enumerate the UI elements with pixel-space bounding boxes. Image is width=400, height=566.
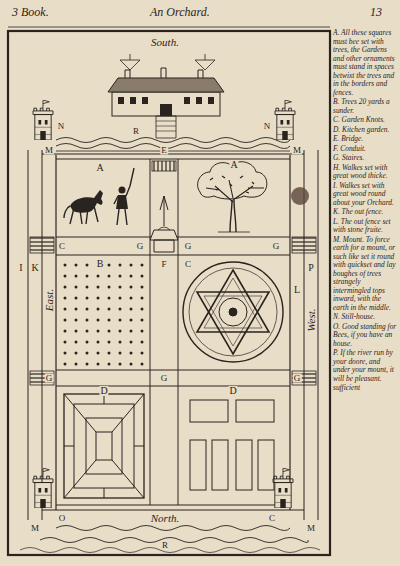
compass-word: East. — [44, 287, 55, 313]
still-house — [33, 100, 53, 140]
tower — [273, 468, 293, 508]
callout-letter: C — [58, 242, 66, 251]
callout-letter: F — [160, 260, 167, 269]
callout-letter: G — [136, 242, 145, 251]
callout-letter: M — [292, 146, 302, 155]
key-entry: F. Conduit. — [333, 145, 397, 154]
compass-word: South. — [149, 37, 181, 48]
key-entry: C. Garden Knots. — [333, 116, 397, 125]
key-entry: P. If the river run by your doore, and u… — [333, 349, 397, 383]
callout-letter: G — [272, 242, 281, 251]
callout-letter: I — [18, 263, 23, 273]
callout-letter: G — [45, 374, 54, 383]
key-entry: G. Staires. — [333, 154, 397, 163]
tower — [33, 468, 53, 508]
callout-letter: M — [306, 524, 316, 533]
key-entry: O. Good standing for Bees, if you have a… — [333, 323, 397, 349]
callout-letter: R — [161, 541, 169, 550]
callout-letter: M — [30, 524, 40, 533]
key-entry: B. Trees 20 yards a sunder. — [333, 98, 397, 115]
page-text: 3 Book. — [12, 6, 49, 18]
compass-word: North. — [149, 513, 181, 524]
key-entry: N. Still-house. — [333, 313, 397, 322]
callout-letter: A — [95, 163, 104, 173]
key-entry: H. Walkes set with great wood thicke. — [333, 164, 397, 181]
key-column: A. All these squares must bee set with t… — [333, 29, 397, 394]
key-entry: D. Kitchen garden. — [333, 126, 397, 135]
callout-letter: B — [96, 259, 105, 269]
callout-letter: E — [160, 146, 168, 155]
key-entry: K. The out fence. — [333, 208, 397, 217]
stain — [291, 187, 309, 205]
key-entry: sufficient — [333, 384, 397, 393]
callout-letter: N — [263, 122, 272, 131]
callout-letter: G — [160, 374, 169, 383]
callout-letter: G — [184, 242, 193, 251]
key-entry: L. The out fence set with stone fruite. — [333, 218, 397, 235]
callout-letter: L — [293, 285, 301, 295]
callout-letter: A — [229, 160, 238, 170]
key-entry: E. Bridge. — [333, 135, 397, 144]
callout-letter: K — [30, 263, 39, 273]
key-entry: A. All these squares must bee set with t… — [333, 29, 397, 97]
callout-letter: G — [293, 374, 302, 383]
callout-letter: D — [228, 386, 237, 396]
key-entry: I. Walkes set with great wood round abou… — [333, 182, 397, 208]
callout-letter: D — [99, 386, 108, 396]
callout-letter: R — [132, 127, 140, 136]
page-text: 13 — [370, 6, 382, 18]
still-house — [275, 100, 295, 140]
callout-letter: M — [44, 146, 54, 155]
callout-letter: C — [184, 260, 192, 269]
running-head: An Orchard. — [150, 6, 210, 18]
callout-letter: P — [307, 263, 315, 273]
key-entry: M. Mount. To force earth for a mount, or… — [333, 236, 397, 313]
callout-letter: N — [57, 122, 66, 131]
callout-letter: O — [58, 514, 67, 523]
callout-letter: C — [268, 514, 276, 523]
compass-word: West. — [306, 306, 317, 333]
